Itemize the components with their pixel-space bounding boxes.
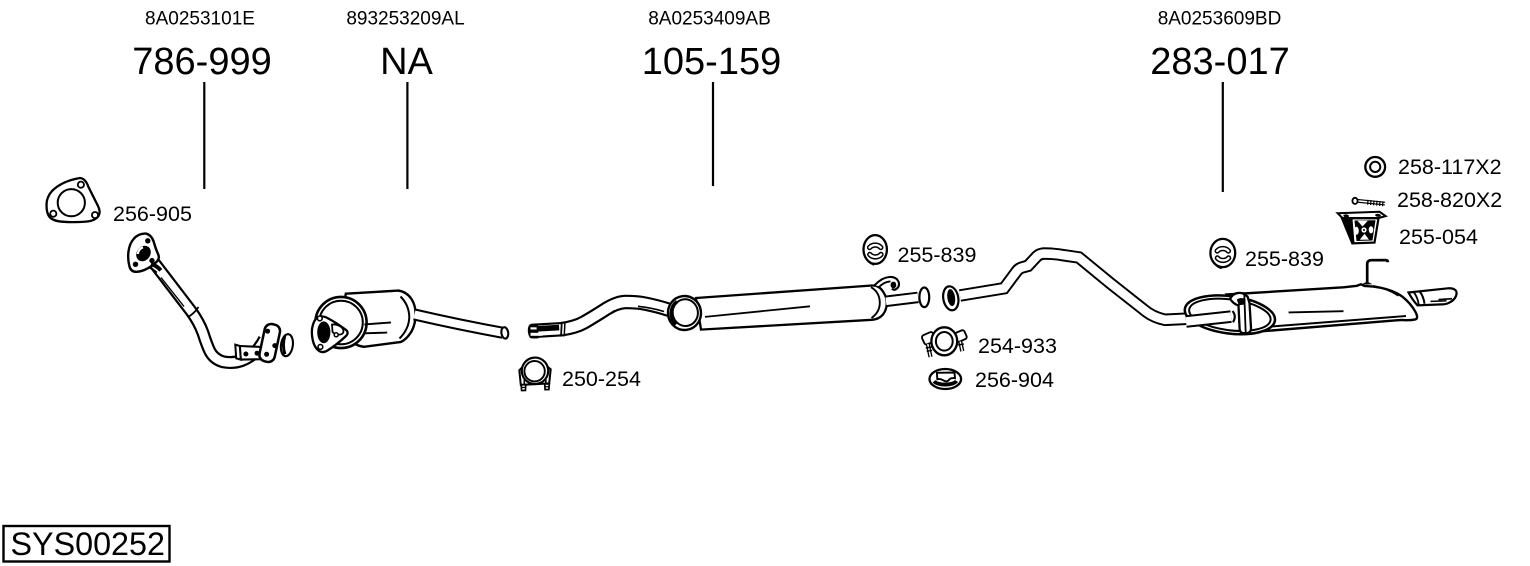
svg-text:254-933: 254-933 bbox=[978, 334, 1057, 358]
svg-text:256-905: 256-905 bbox=[113, 202, 192, 226]
svg-text:NA: NA bbox=[380, 41, 433, 83]
svg-text:255-839: 255-839 bbox=[1245, 247, 1324, 271]
svg-text:255-054: 255-054 bbox=[1399, 225, 1478, 249]
svg-text:8A0253101E: 8A0253101E bbox=[145, 9, 255, 30]
svg-text:8A0253609BD: 8A0253609BD bbox=[1158, 9, 1282, 30]
svg-text:258-820X2: 258-820X2 bbox=[1397, 188, 1502, 212]
svg-text:283-017: 283-017 bbox=[1150, 41, 1289, 83]
svg-text:893253209AL: 893253209AL bbox=[346, 9, 464, 30]
svg-text:8A0253409AB: 8A0253409AB bbox=[648, 9, 771, 30]
svg-text:SYS00252: SYS00252 bbox=[11, 526, 165, 562]
svg-text:255-839: 255-839 bbox=[898, 243, 977, 267]
svg-text:256-904: 256-904 bbox=[975, 368, 1054, 392]
svg-text:250-254: 250-254 bbox=[562, 367, 641, 391]
svg-text:105-159: 105-159 bbox=[642, 41, 781, 83]
svg-text:258-117X2: 258-117X2 bbox=[1398, 155, 1502, 179]
svg-text:786-999: 786-999 bbox=[132, 41, 271, 83]
